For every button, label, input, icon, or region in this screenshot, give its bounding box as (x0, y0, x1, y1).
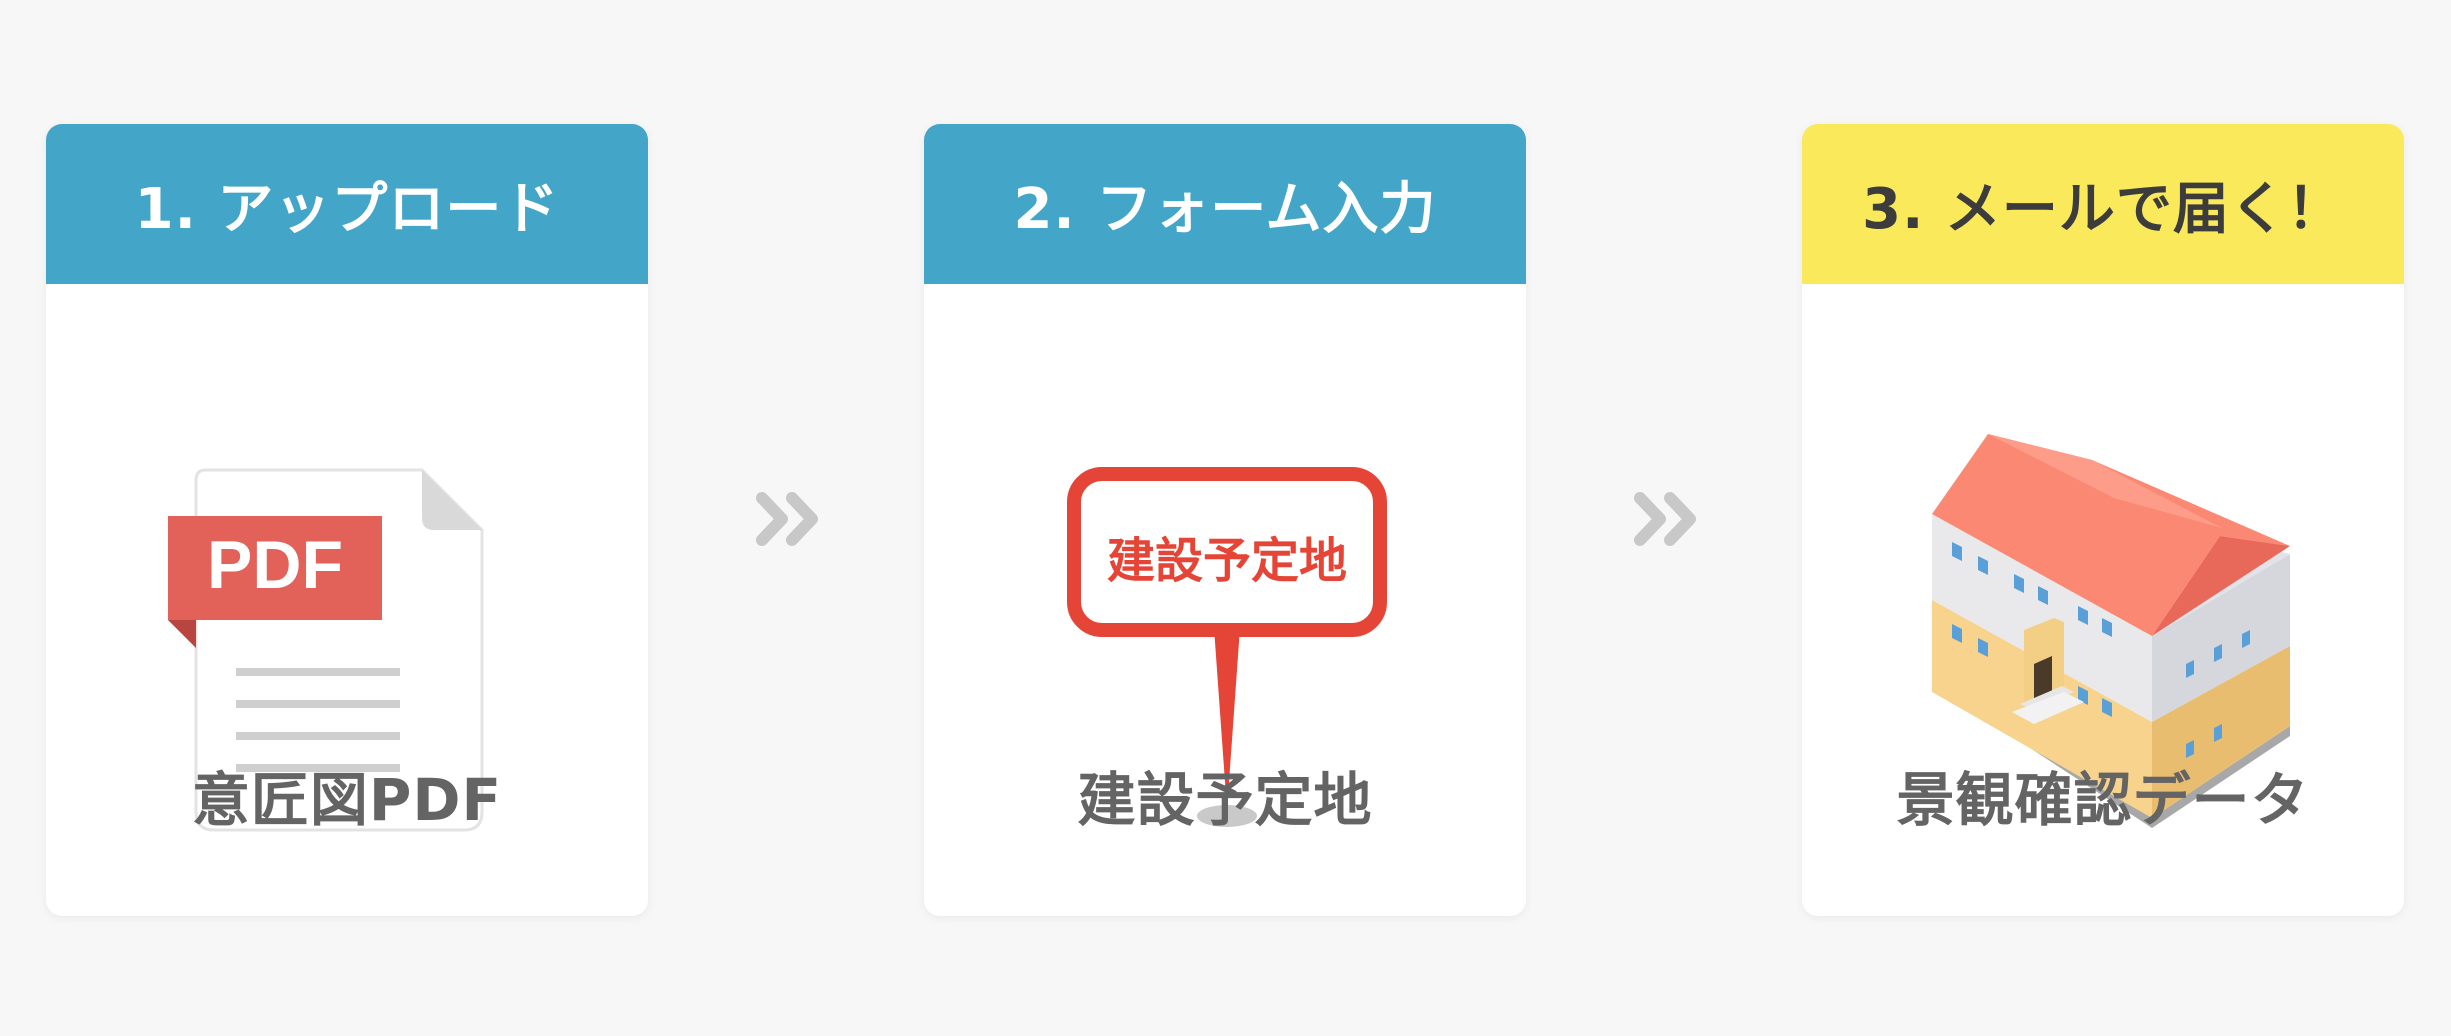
step-header: 2. フォーム入力 (924, 124, 1526, 284)
building-icon (1802, 284, 2404, 844)
step-card-mail: 3. メールで届く！ (1802, 124, 2404, 916)
pdf-file-icon: PDF (46, 284, 648, 844)
step-header: 3. メールで届く！ (1802, 124, 2404, 284)
step-header: 1. アップロード (46, 124, 648, 284)
step-card-upload: 1. アップロード PDF 意匠図PDF (46, 124, 648, 916)
step-caption: 景観確認データ (1896, 766, 2310, 834)
step-caption: 建設予定地 (1077, 766, 1373, 834)
double-chevron-right-icon (756, 492, 818, 546)
step-card-form: 2. フォーム入力 建設予定地 建設予定地 (924, 124, 1526, 916)
step-caption: 意匠図PDF (191, 766, 503, 834)
location-sign-icon: 建設予定地 (924, 284, 1526, 844)
pdf-label: PDF (207, 527, 343, 603)
sign-label: 建設予定地 (1107, 533, 1347, 589)
double-chevron-right-icon (1634, 492, 1696, 546)
